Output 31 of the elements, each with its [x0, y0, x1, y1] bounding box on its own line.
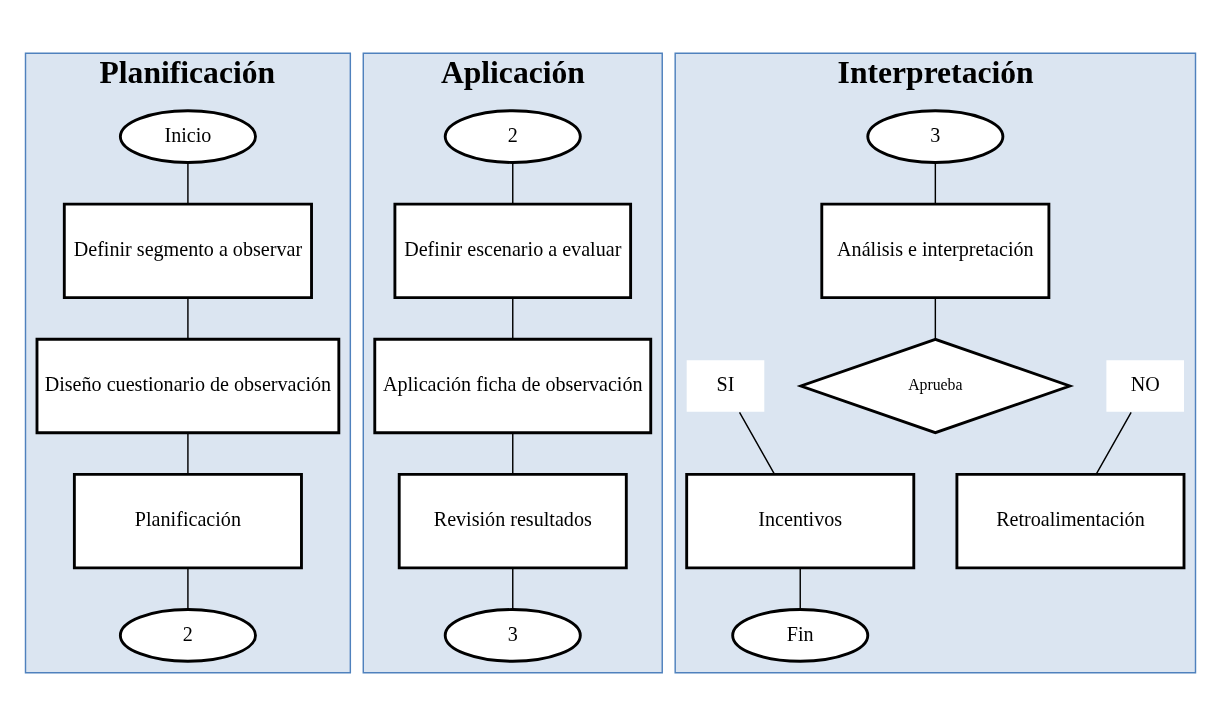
connector	[934, 297, 937, 340]
connector	[799, 567, 801, 611]
connector	[187, 432, 189, 475]
connector	[187, 297, 189, 340]
connector	[512, 432, 514, 475]
node-box: Aplicación ficha de observación	[373, 337, 653, 435]
node-box: Planificación	[72, 472, 303, 570]
connector	[187, 567, 189, 611]
connector	[1095, 411, 1132, 475]
node-ellipse: Inicio	[118, 109, 257, 164]
node-box: Análisis e interpretación	[820, 202, 1051, 300]
node-ellipse: 2	[443, 109, 582, 164]
node-box: Incentivos	[685, 472, 916, 570]
connector	[934, 162, 937, 205]
node-diamond: Aprueba	[796, 337, 1075, 435]
node-box: Retroalimentación	[955, 472, 1186, 570]
connector	[738, 411, 776, 475]
connector	[512, 162, 514, 205]
connector	[512, 297, 514, 340]
connector	[187, 162, 189, 205]
node-ellipse: 2	[118, 608, 257, 663]
node-box: NO	[1106, 360, 1184, 412]
node-box: Revisión resultados	[397, 472, 628, 570]
node-box: Definir segmento a observar	[62, 202, 313, 300]
connector	[512, 567, 514, 611]
node-box: SI	[686, 360, 765, 412]
node-ellipse: 3	[443, 608, 582, 663]
node-box: Definir escenario a evaluar	[393, 202, 633, 300]
node-ellipse: Fin	[731, 608, 870, 663]
node-box: Diseño cuestionario de observación	[35, 337, 341, 435]
node-ellipse: 3	[866, 109, 1005, 164]
